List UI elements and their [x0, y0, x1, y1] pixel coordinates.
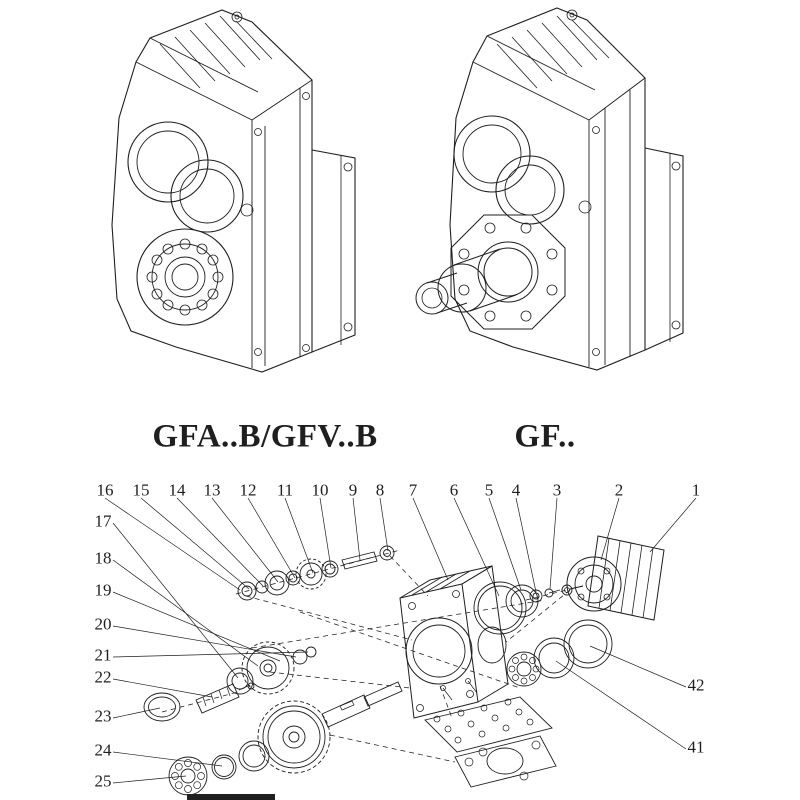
- callout-12: 12: [239, 480, 257, 500]
- callout-1: 1: [691, 480, 701, 500]
- exploded-mounting-plate: [424, 678, 553, 753]
- callout-3: 3: [552, 480, 562, 500]
- callout-22: 22: [94, 667, 112, 687]
- exploded-assembly: [104, 497, 697, 800]
- right-output-shaft: [415, 248, 517, 315]
- cropped-bottom-part: [187, 794, 275, 800]
- callout-8: 8: [375, 480, 385, 500]
- right-output-flange: [450, 214, 566, 330]
- exploded-housing: [399, 565, 509, 719]
- callout-11: 11: [276, 480, 294, 500]
- callout-15: 15: [132, 480, 150, 500]
- model-label-gfab-gfvb: GFA..B/GFV..B: [152, 418, 378, 455]
- callout-41: 41: [687, 737, 705, 757]
- exploded-output-rings: [506, 619, 613, 687]
- exploded-lower-flange: [454, 735, 557, 788]
- callout-42: 42: [687, 675, 705, 695]
- left-top-ribs: [159, 15, 273, 89]
- left-gearbox-drawing: [111, 9, 356, 373]
- callout-5: 5: [484, 480, 494, 500]
- callout-25: 25: [94, 771, 112, 791]
- exploded-output-gear-set: [168, 681, 403, 796]
- model-label-gf: GF..: [514, 418, 576, 455]
- callout-24: 24: [94, 740, 112, 760]
- callout-2: 2: [614, 480, 624, 500]
- exploded-upper-shaft-set: [237, 545, 395, 601]
- callout-9: 9: [348, 480, 358, 500]
- callout-10: 10: [311, 480, 329, 500]
- right-top-ribs: [496, 15, 610, 89]
- exploded-input-parts: [473, 581, 561, 635]
- callout-19: 19: [94, 580, 112, 600]
- callout-18: 18: [94, 548, 112, 568]
- exploded-middle-gear-set: [143, 641, 317, 722]
- callout-23: 23: [94, 706, 112, 726]
- callout-7: 7: [408, 480, 418, 500]
- right-gearbox-drawing: [415, 7, 684, 371]
- callout-14: 14: [168, 480, 186, 500]
- leader-lines: [104, 497, 697, 784]
- left-output-bearing: [136, 228, 234, 326]
- callout-6: 6: [449, 480, 459, 500]
- callout-17: 17: [94, 511, 112, 531]
- callout-21: 21: [94, 645, 112, 665]
- callout-13: 13: [203, 480, 221, 500]
- callout-4: 4: [511, 480, 521, 500]
- exploded-motor: [561, 535, 665, 621]
- callout-20: 20: [94, 614, 112, 634]
- construction-lines: [161, 549, 584, 763]
- callout-16: 16: [96, 480, 114, 500]
